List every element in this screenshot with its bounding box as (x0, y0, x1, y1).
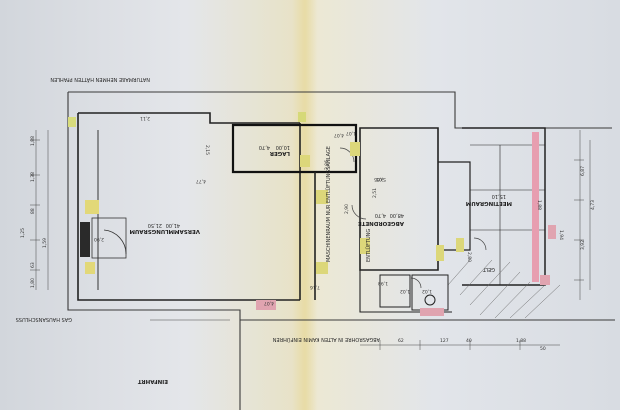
dim-bottom-5: 50 (540, 346, 546, 352)
ventilation-box-label: ENTLÜFTUNG (365, 229, 372, 262)
dimension-lines (30, 130, 591, 350)
dim-top-2: 2,15 (204, 145, 210, 155)
dim-mid-5: 1,93 (378, 280, 388, 286)
outer-wall-left (67, 92, 241, 410)
dim-mid-7: 5,05 (376, 176, 386, 182)
dim-low-4: 1,02 (422, 288, 432, 294)
dim-bottom-1: 62 (398, 338, 404, 344)
chimney-note: ABGASROHRE IN ALTEN KAMIN EINFÜHREN (272, 336, 380, 343)
ventilation-note: MASCHINENRAUM NUR ENTLÜFTUNGSANLAGE (325, 146, 332, 262)
dim-right-3: 3,92 (580, 240, 586, 250)
hall-name: GELT (482, 266, 495, 272)
dim-top-4: 3,05 (374, 176, 384, 182)
dim-low-5: 1,02 (400, 288, 410, 294)
title-note: NATURMAßE NEHMEN HÄTTEN PFAHLEN (50, 76, 150, 83)
paper-fold (292, 0, 318, 410)
living-room-height: 21,50 (148, 222, 162, 228)
living-room-name: VERSAMMLUNGSRAUM (129, 228, 200, 234)
dim-mid-2: 2,06 (324, 160, 330, 170)
meeting-room-name: MEETINGRAUM (466, 200, 512, 206)
dim-left-7: 1,80 (30, 278, 36, 288)
meeting-wall (462, 127, 546, 286)
meeting-room-area: 15,10 (492, 193, 506, 199)
hall-wall-left-bottom (77, 113, 300, 301)
dim-right-2: 4,73 (590, 200, 596, 210)
storage-room-area: 10,00 (276, 144, 290, 150)
dim-low-3: 2,51 (372, 188, 378, 198)
dim-mid-3: 2,90 (344, 204, 350, 214)
entrance-name: EINFAHRT (138, 378, 168, 384)
dim-top-3: 1,07 (346, 130, 356, 136)
dim-right-4: 1,94 (558, 230, 564, 240)
dim-low-1: 4,07 (264, 300, 274, 306)
stair-frame (91, 217, 127, 259)
storage-wall (231, 123, 358, 174)
dim-top-1: 2,11 (140, 115, 150, 121)
office-name: ABGEORDNETE (358, 220, 404, 226)
stair-block (80, 222, 90, 257)
wc-room (379, 274, 411, 308)
dim-left-3: 88 (30, 208, 36, 214)
dim-stair: 2,90 (94, 236, 104, 242)
dim-low-2: 4,07 (334, 132, 344, 138)
hatched-area (447, 259, 561, 319)
dim-bottom-3: 40 (466, 338, 472, 344)
dim-left-6: 63 (30, 262, 36, 268)
storage-room-height: 4,70 (259, 144, 270, 150)
dim-left-2: 1,38 (30, 172, 36, 182)
color-markers (68, 112, 556, 316)
hall-wall-top (78, 112, 300, 124)
dimension-labels: 2,11 2,15 1,07 3,05 1,88 4,77 2,06 2,90 … (20, 115, 596, 352)
office-area: 48,00 (390, 212, 404, 218)
living-room-area: 41,00 (166, 222, 180, 228)
dim-top-5: 1,88 (536, 200, 542, 210)
dim-mid-6: 2,80 (466, 252, 472, 262)
dim-left-5: 1,25 (20, 228, 26, 238)
storage-room-name: LAGER (269, 150, 290, 156)
dim-left-4: 1,59 (42, 238, 48, 248)
dim-mid-1: 4,77 (196, 178, 206, 184)
office-wall (359, 127, 439, 271)
dim-left-1: 1,88 (30, 136, 36, 146)
dim-right-1: 6,87 (580, 166, 586, 176)
dim-mid-4: 7,16 (310, 284, 320, 290)
office-height: 4,70 (375, 212, 386, 218)
dim-bottom-4: 1,88 (516, 338, 526, 344)
dim-bottom-2: 127 (440, 338, 449, 344)
gas-connection-note: GAS HAUSANSCHLUSS (16, 316, 72, 322)
